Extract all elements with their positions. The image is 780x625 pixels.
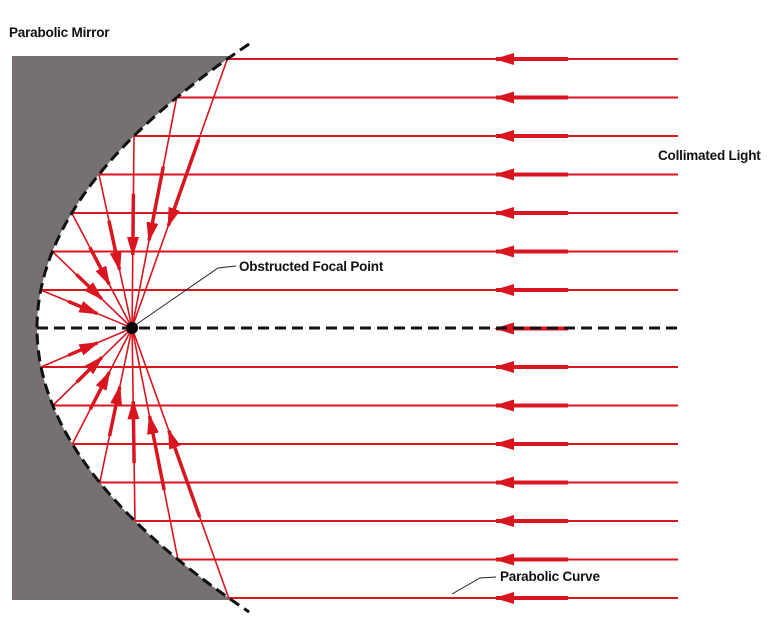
- reflected-ray-arrow: [88, 370, 111, 411]
- mirror-body: [12, 56, 232, 600]
- reflected-ray-arrow: [107, 220, 122, 272]
- reflected-ray-arrow: [126, 193, 139, 257]
- reflected-ray-arrow: [75, 355, 104, 384]
- reflected-ray-arrow: [67, 341, 100, 357]
- reflected-ray-arrow: [107, 384, 122, 437]
- focal-point-label: Obstructed Focal Point: [239, 259, 384, 274]
- reflected-ray-arrow: [146, 166, 166, 243]
- title-label: Parabolic Mirror: [9, 25, 110, 40]
- collimated-light-label: Collimated Light: [658, 148, 761, 163]
- reflected-ray-arrow: [75, 273, 104, 301]
- focal-point-dot: [126, 322, 139, 334]
- reflected-ray-arrow: [127, 399, 140, 464]
- parabolic-curve-label: Parabolic Curve: [500, 569, 600, 584]
- reflected-ray-arrow: [88, 246, 111, 287]
- reflected-ray-arrow: [67, 299, 100, 316]
- parabolic-curve-line: [35, 42, 250, 614]
- reflected-ray-arrow: [167, 428, 202, 518]
- reflected-ray-arrow: [166, 139, 201, 228]
- light-rays: [40, 53, 678, 604]
- reflected-ray-arrow: [147, 414, 166, 491]
- parabolic-curve-leader-line: [451, 576, 497, 595]
- focal-point-leader-line: [133, 265, 237, 327]
